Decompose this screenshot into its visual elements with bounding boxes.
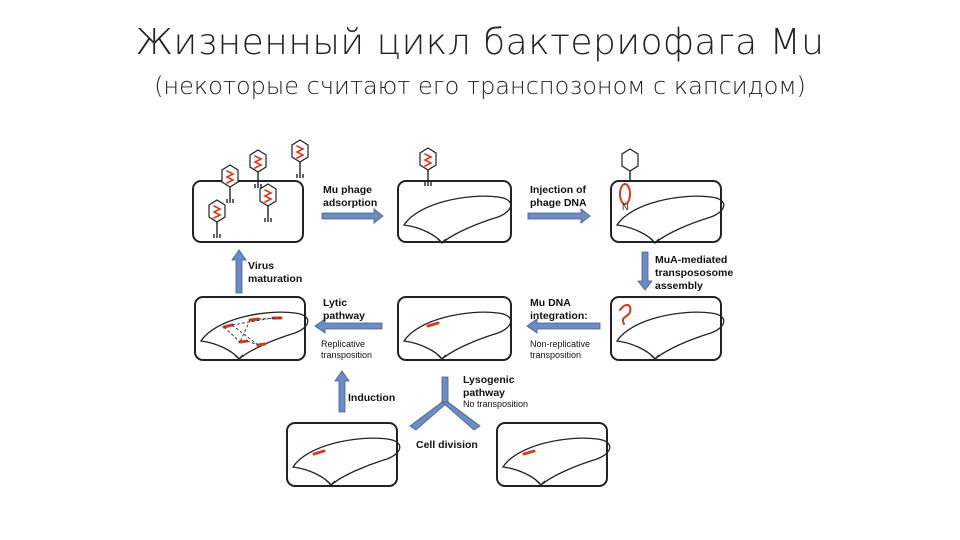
label-lysogenic-pathway: pathway: [463, 387, 505, 399]
label-induction: Induction: [348, 392, 395, 404]
label-integration: integration:: [530, 310, 588, 322]
phage-icon: [291, 139, 309, 179]
injected-dna-icon: [619, 183, 631, 205]
slide-subtitle: (некоторые считают его транспозоном с ка…: [154, 72, 806, 100]
label-non-replicative: Non-replicative: [530, 339, 590, 349]
integration-arrow: [526, 318, 601, 334]
label-replicative: Replicative: [321, 339, 365, 349]
cell-injection-stage: N: [610, 148, 725, 244]
cell-adsorption-stage: [192, 139, 309, 243]
induction-arrow: [334, 370, 350, 413]
slide-title: Жизненный цикл бактериофага Mu: [135, 22, 825, 63]
lytic-arrow: [314, 318, 383, 334]
label-mua-mediated: MuA-mediated: [655, 254, 727, 266]
label-transpososome: transpososome: [655, 267, 733, 279]
n-marker: N: [622, 202, 629, 212]
cell-division-arrow: [409, 376, 481, 431]
label-injection-of: Injection of: [530, 184, 587, 196]
label-virus: Virus: [248, 260, 274, 272]
label-cell-division: Cell division: [416, 439, 478, 451]
cell-integrated-stage: [397, 296, 512, 361]
cell-lysogen-right: [496, 422, 611, 487]
label-mu-phage: Mu phage: [323, 184, 372, 196]
label-phage-dna: phage DNA: [530, 197, 587, 209]
cell-lysogen-left: [286, 422, 401, 487]
label-assembly: assembly: [655, 280, 703, 292]
empty-capsid-icon: [621, 148, 639, 172]
label-no-transposition: No transposition: [463, 399, 528, 409]
label-lysogenic: Lysogenic: [463, 374, 515, 386]
adsorption-arrow: [321, 208, 384, 224]
injection-arrow: [527, 208, 591, 224]
cell-adsorbed-stage: [397, 147, 512, 244]
label-mu-dna: Mu DNA: [530, 297, 571, 309]
label-replicative-transposition: transposition: [321, 350, 372, 360]
label-lytic: Lytic: [323, 297, 347, 309]
cell-transpososome-stage: [610, 296, 725, 361]
cell-lytic-stage: [194, 296, 309, 361]
label-pathway: pathway: [323, 310, 365, 322]
maturation-arrow: [231, 249, 247, 294]
transpososome-arrow: [637, 251, 653, 291]
label-maturation: maturation: [248, 273, 302, 285]
label-non-replicative-transposition: transposition: [530, 350, 581, 360]
label-adsorption: adsorption: [323, 197, 377, 209]
